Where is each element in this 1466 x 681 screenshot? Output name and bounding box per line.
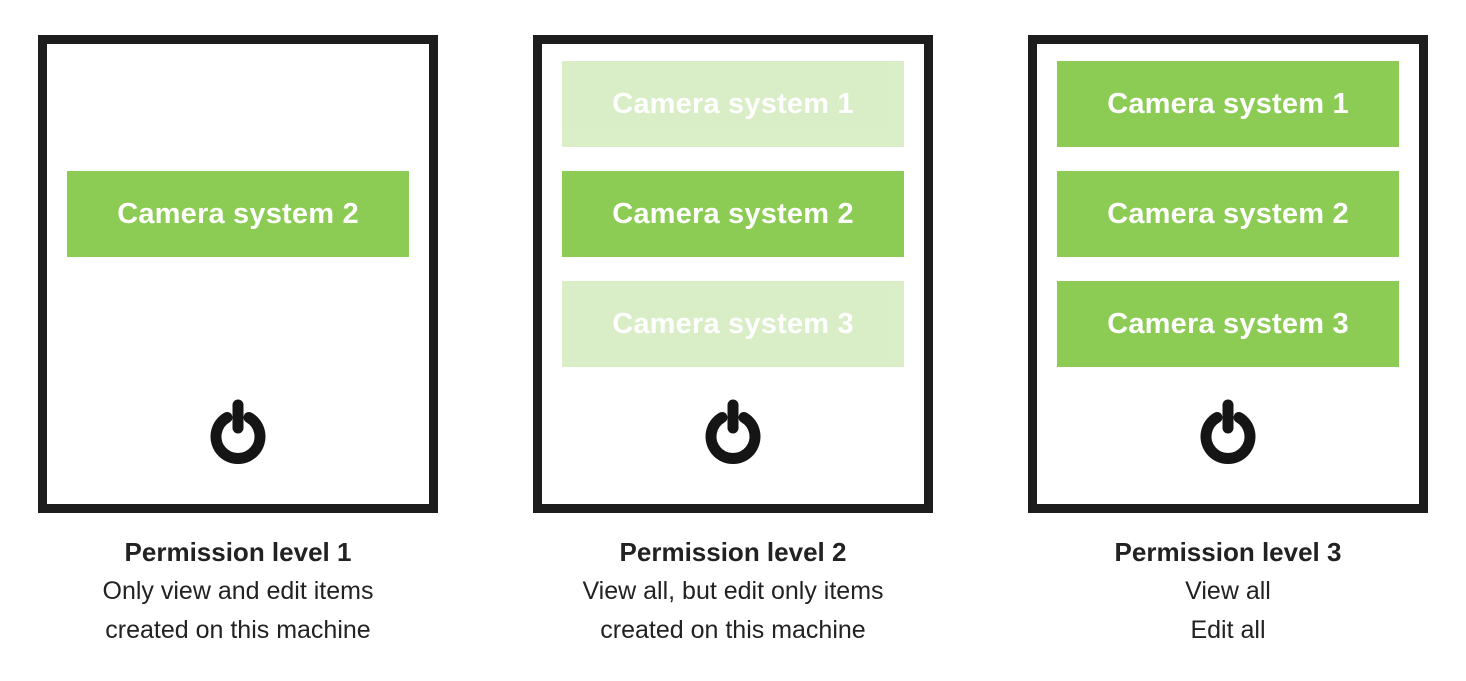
caption-line: created on this machine xyxy=(105,616,371,644)
camera-system-1-button[interactable]: Camera system 1 xyxy=(562,61,904,147)
caption-title: Permission level 2 xyxy=(619,537,847,567)
device-screen-3: Camera system 1 Camera system 2 Camera s… xyxy=(1028,35,1428,513)
camera-system-2-button[interactable]: Camera system 2 xyxy=(562,171,904,257)
figures-row: Camera system 2 Permission level 1 Only … xyxy=(38,35,1428,650)
caption-line: created on this machine xyxy=(600,616,866,644)
caption-2: Permission level 2 View all, but edit on… xyxy=(582,533,883,650)
caption-line: View all, but edit only items xyxy=(582,577,884,605)
caption-line: Edit all xyxy=(1190,616,1266,644)
button-stack: Camera system 2 xyxy=(67,61,409,367)
caption-title: Permission level 3 xyxy=(1114,537,1342,567)
power-button[interactable] xyxy=(701,398,765,468)
device-screen-1: Camera system 2 xyxy=(38,35,438,513)
caption-line: View all xyxy=(1185,577,1271,605)
camera-system-2-button[interactable]: Camera system 2 xyxy=(1057,171,1399,257)
button-stack: Camera system 1 Camera system 2 Camera s… xyxy=(1057,61,1399,367)
power-button[interactable] xyxy=(1196,398,1260,468)
caption-3: Permission level 3 View all Edit all xyxy=(1115,533,1342,650)
caption-title: Permission level 1 xyxy=(124,537,352,567)
power-icon xyxy=(705,399,761,465)
device-screen-2: Camera system 1 Camera system 2 Camera s… xyxy=(533,35,933,513)
camera-system-3-button[interactable]: Camera system 3 xyxy=(1057,281,1399,367)
caption-1: Permission level 1 Only view and edit it… xyxy=(103,533,374,650)
button-stack: Camera system 1 Camera system 2 Camera s… xyxy=(562,61,904,367)
permission-level-3-figure: Camera system 1 Camera system 2 Camera s… xyxy=(1028,35,1428,650)
power-icon xyxy=(1200,399,1256,465)
camera-system-1-button[interactable]: Camera system 1 xyxy=(1057,61,1399,147)
permission-level-2-figure: Camera system 1 Camera system 2 Camera s… xyxy=(533,35,933,650)
power-button[interactable] xyxy=(206,398,270,468)
permission-level-1-figure: Camera system 2 Permission level 1 Only … xyxy=(38,35,438,650)
camera-system-3-button[interactable]: Camera system 3 xyxy=(562,281,904,367)
camera-system-2-button[interactable]: Camera system 2 xyxy=(67,171,409,257)
power-icon xyxy=(210,399,266,465)
caption-line: Only view and edit items xyxy=(102,577,374,605)
